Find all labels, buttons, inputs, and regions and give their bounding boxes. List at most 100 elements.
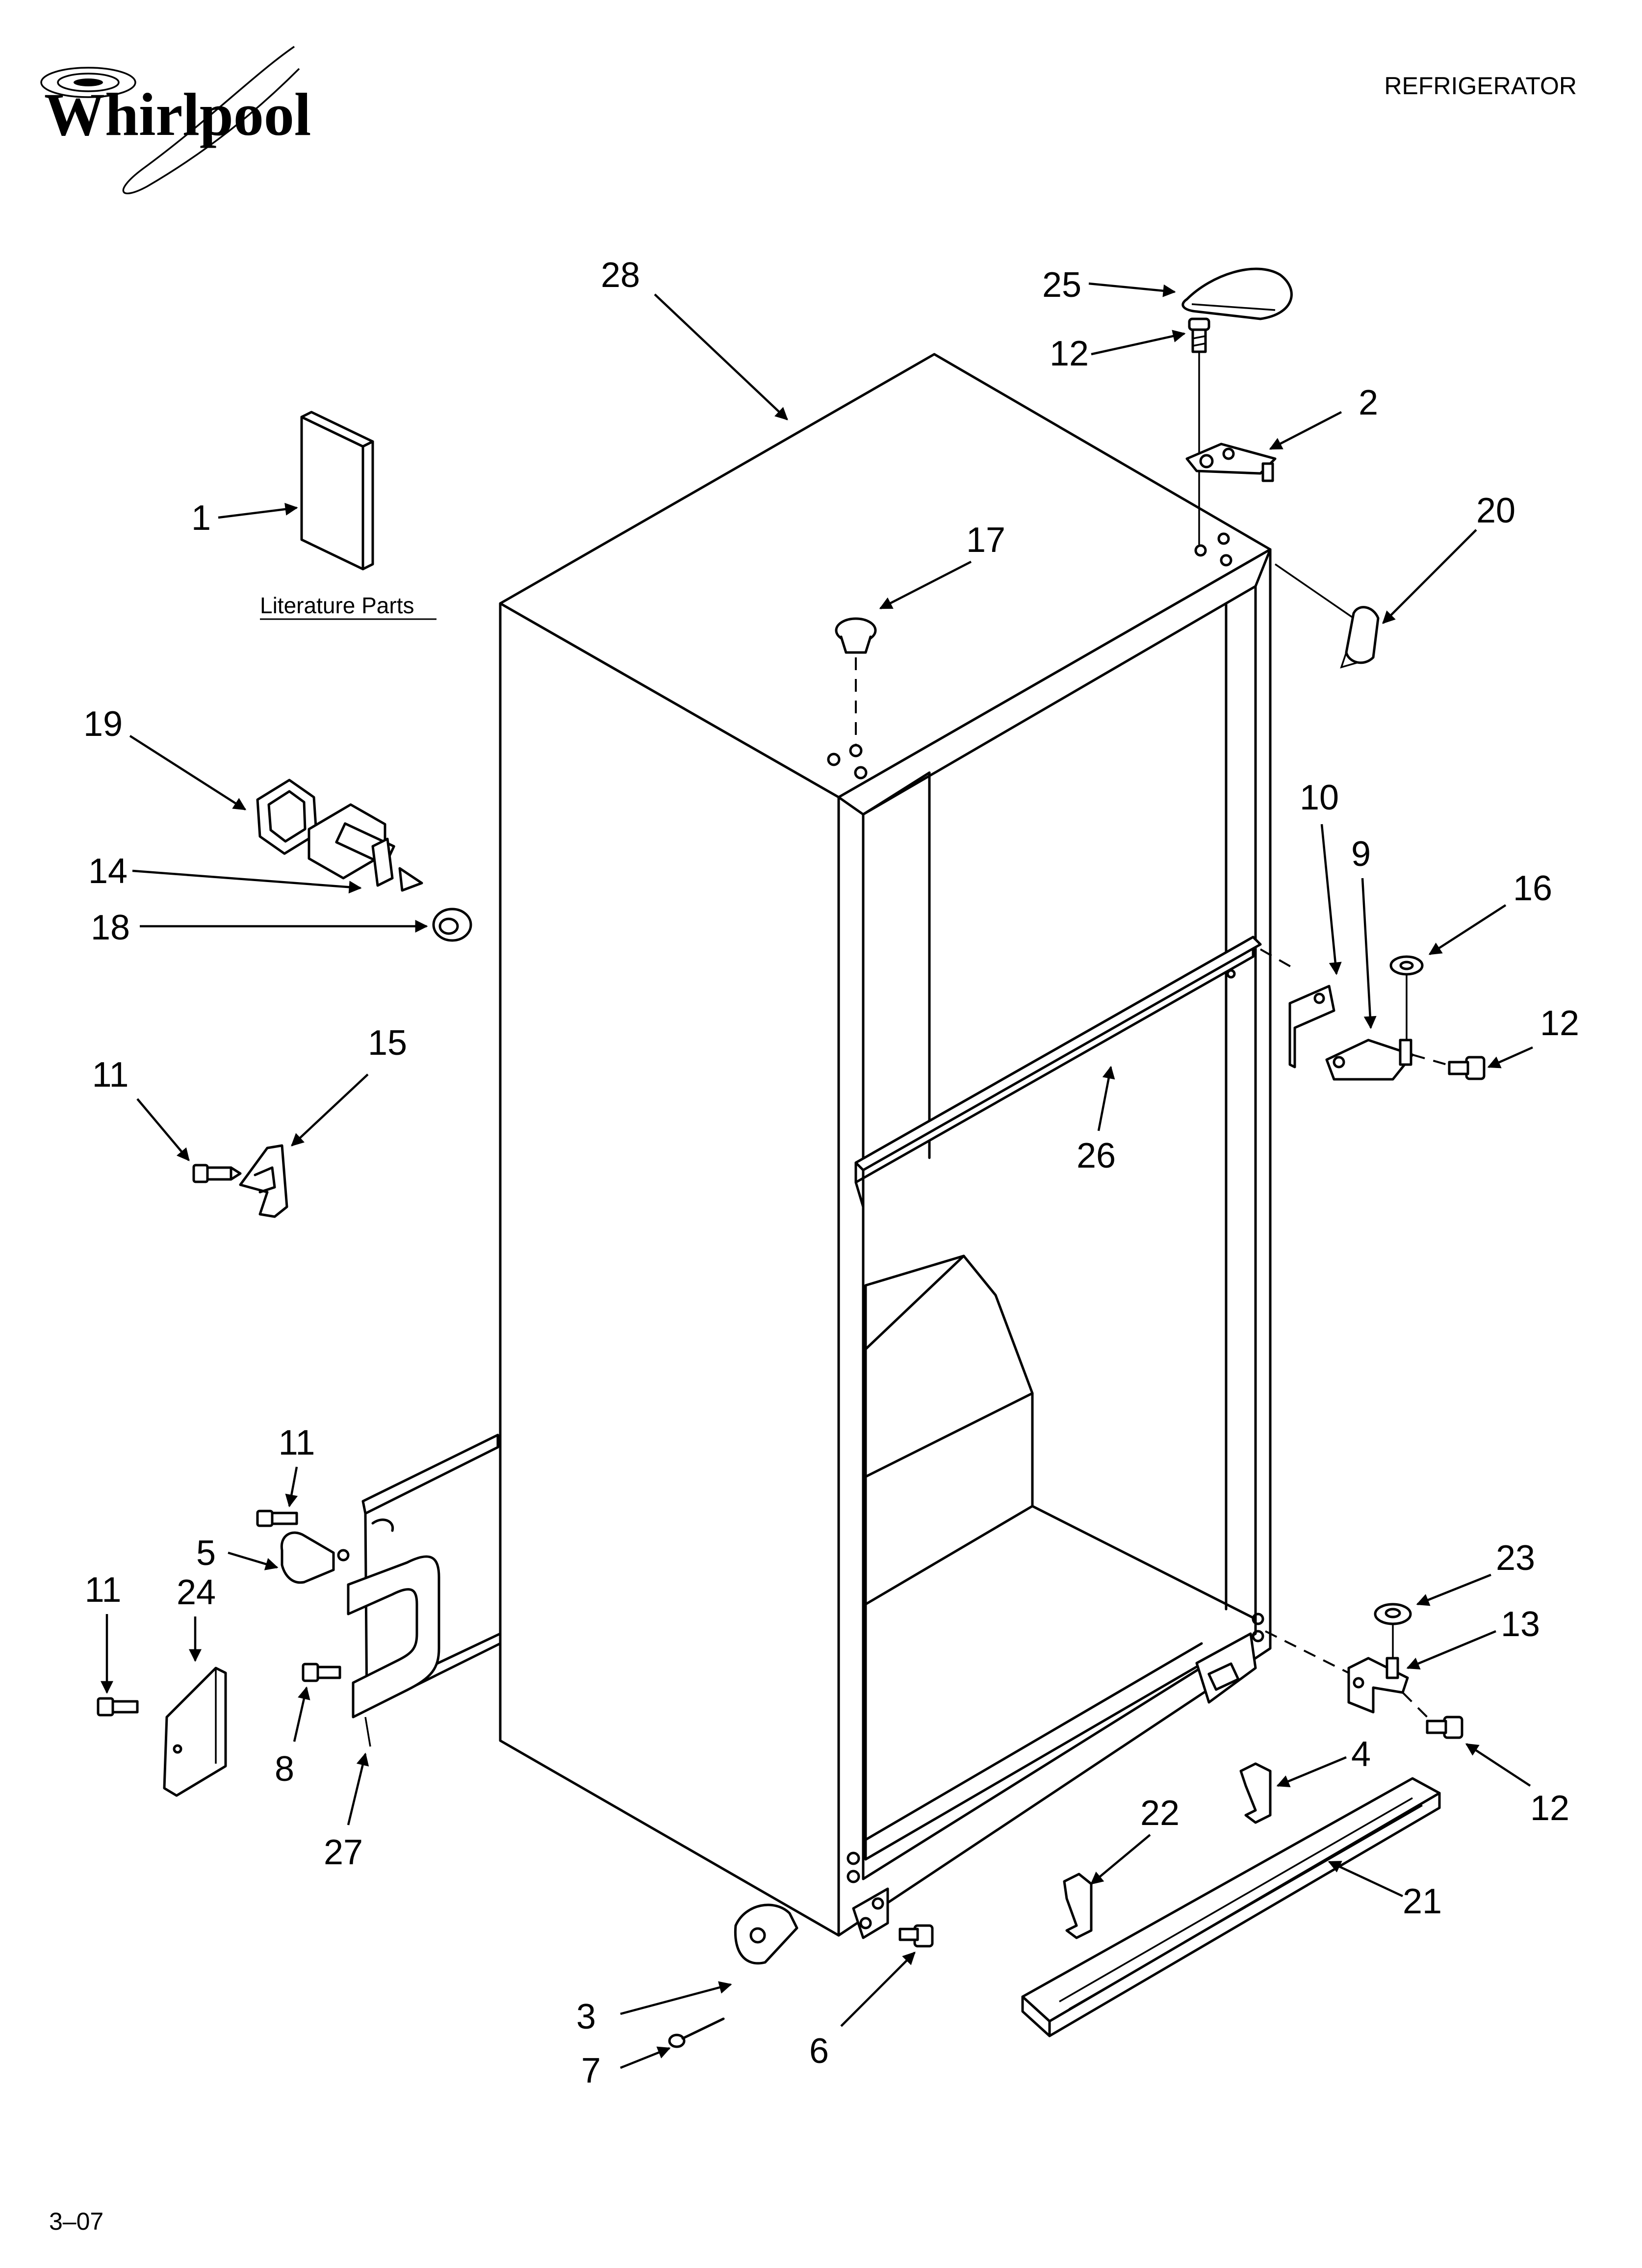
- part-9-center-hinge: [1325, 1039, 1414, 1081]
- bottom-hinge-axis: [1265, 1630, 1349, 1674]
- pin-cover-tip: [1340, 652, 1359, 669]
- leader-12b: [1487, 1046, 1533, 1069]
- part-15-clip: [239, 1144, 288, 1218]
- floor-left: [864, 1657, 1213, 1861]
- part-18-washer: [432, 908, 472, 942]
- leader-6: [840, 1952, 916, 2027]
- rim-line: [837, 796, 865, 816]
- top-hinge-hole: [1199, 454, 1214, 469]
- part-11-screw-c: [97, 1697, 139, 1717]
- part-11-screw-a: [192, 1164, 242, 1183]
- callout-11-lower: 11: [85, 1570, 122, 1610]
- clip-tab: [254, 1166, 276, 1194]
- bracket-edge: [364, 1717, 371, 1747]
- callout-13: 13: [1501, 1605, 1540, 1644]
- top-screw-thread: [1192, 335, 1206, 339]
- leader-11a: [136, 1098, 190, 1161]
- part-12-mid-screw: [1448, 1056, 1486, 1080]
- part-16-washer: [1389, 955, 1424, 1040]
- screw-b-head: [256, 1510, 274, 1527]
- base-hole-2: [847, 1870, 860, 1883]
- callout-labels: 28 25 12 2 1 17 20 19 14 18 11 15 10 9 1…: [83, 256, 1579, 2090]
- footer-code: 3–07: [49, 2208, 103, 2235]
- part-13-bottom-hinge: [1347, 1657, 1409, 1714]
- leader-8: [293, 1686, 310, 1742]
- rail-top: [854, 936, 1262, 1172]
- screw-a-head: [192, 1164, 209, 1183]
- top-screw-shank: [1191, 328, 1207, 353]
- corner-bracket-slot: [1207, 1662, 1240, 1691]
- callout-26: 26: [1077, 1136, 1116, 1175]
- shim-hole: [1313, 992, 1325, 1004]
- bracket-notch: [371, 1518, 394, 1532]
- top-hole-4: [1194, 544, 1207, 557]
- callout-12-top: 12: [1050, 334, 1089, 373]
- leader-14: [132, 869, 362, 894]
- grille-slots-2: [1069, 1804, 1423, 2010]
- brand-name: Whirlpool: [44, 81, 311, 148]
- part-23-washer: [1374, 1603, 1412, 1658]
- bottom-hinge-axis-2: [1402, 1692, 1433, 1723]
- part-22-clip: [1063, 1873, 1093, 1939]
- part-1-literature: Literature Parts: [260, 411, 436, 620]
- callout-27: 27: [324, 1833, 363, 1872]
- leader-9: [1361, 878, 1377, 1029]
- top-hole-5: [1217, 532, 1230, 545]
- part-4-clip: [1239, 1762, 1272, 1824]
- bezel-outer: [256, 779, 318, 855]
- callout-24: 24: [177, 1573, 216, 1612]
- part-26-center-rail: [854, 936, 1262, 1208]
- top-hole: [827, 753, 841, 766]
- callout-12-mid: 12: [1540, 1004, 1579, 1043]
- roller-hub: [749, 1927, 766, 1944]
- screw-c-head: [97, 1697, 114, 1717]
- leader-23: [1416, 1573, 1491, 1606]
- logo-swirl-mid: [57, 73, 120, 92]
- callout-8: 8: [275, 1749, 294, 1789]
- part-6-screw: [898, 1924, 934, 1948]
- floor-left-2: [864, 1642, 1203, 1841]
- clip-22-body: [1063, 1873, 1093, 1939]
- literature-caption: Literature Parts: [260, 593, 414, 618]
- leader-7: [620, 2046, 671, 2069]
- clip-4-body: [1239, 1762, 1272, 1824]
- top-screw-thread-2: [1192, 342, 1206, 347]
- part-21-grille: [1021, 1777, 1441, 2037]
- center-hinge-hole: [1333, 1056, 1345, 1069]
- part-20-pin-cover: [1275, 563, 1380, 669]
- leader-1: [218, 503, 298, 519]
- leader-25: [1088, 282, 1176, 297]
- leader-19: [129, 735, 247, 810]
- rail-hole: [1226, 969, 1236, 979]
- leader-3: [620, 1981, 732, 2015]
- callout-21: 21: [1403, 1882, 1442, 1921]
- bottom-screw-shank: [1426, 1720, 1447, 1734]
- bottom-hinge-hole: [1353, 1677, 1364, 1689]
- callout-19: 19: [83, 704, 123, 744]
- whirlpool-logo: Whirlpool: [40, 46, 311, 194]
- front-foot-hole: [859, 1917, 872, 1929]
- callout-3: 3: [576, 1997, 596, 2036]
- hinge-cover-body: [1181, 267, 1293, 320]
- leader-lines: [101, 282, 1533, 2069]
- freezer-inner-top: [862, 771, 931, 816]
- screw-a-tip: [230, 1166, 242, 1181]
- part-12-bottom-screw: [1426, 1716, 1463, 1739]
- callout-25: 25: [1042, 265, 1081, 305]
- crisper-ledge-edge: [864, 1254, 965, 1351]
- leader-28: [654, 293, 788, 420]
- leader-17: [879, 560, 972, 610]
- leader-2: [1269, 411, 1342, 450]
- leader-4: [1276, 1756, 1347, 1788]
- pin-cover-body: [1345, 606, 1380, 664]
- page-category: REFRIGERATOR: [1384, 72, 1577, 100]
- callout-6: 6: [809, 2032, 829, 2071]
- literature-edge: [361, 440, 374, 571]
- cover-hole: [173, 1744, 182, 1754]
- callout-7: 7: [581, 2051, 601, 2090]
- callout-2: 2: [1359, 383, 1378, 422]
- callout-11-mid: 11: [279, 1423, 315, 1462]
- shim-plate: [1288, 985, 1335, 1069]
- part-11-screw-b: [256, 1510, 298, 1527]
- pin-shaft: [681, 2017, 725, 2040]
